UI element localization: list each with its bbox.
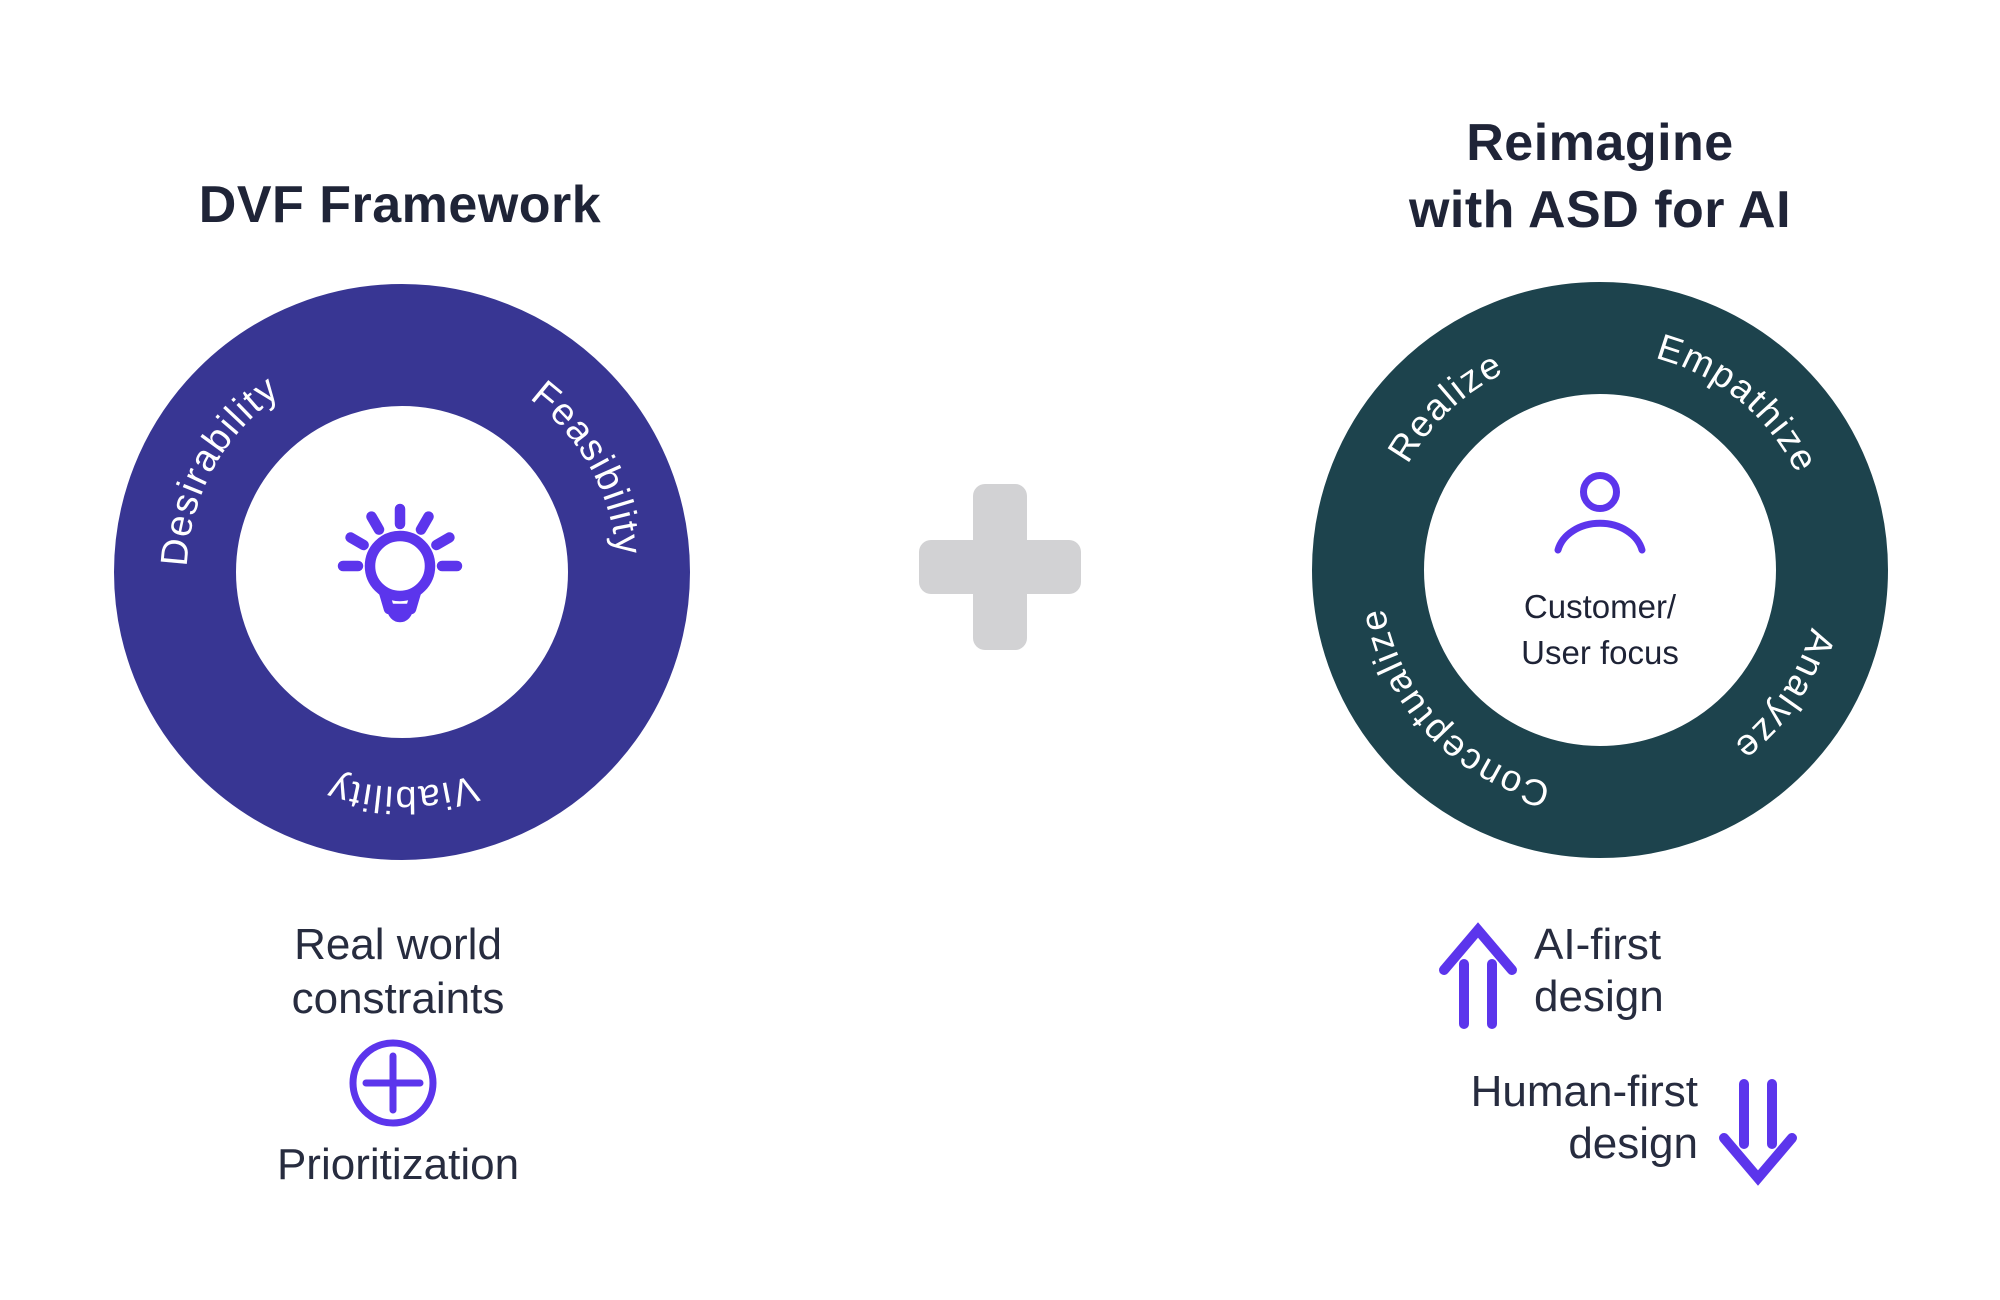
real-world-line1: Real world [294, 920, 502, 969]
person-icon [1554, 472, 1646, 554]
plus-circle-icon [349, 1039, 437, 1127]
ai-first-line1: AI-first [1534, 920, 1662, 969]
real-world-constraints-label: Real world constraints [148, 918, 648, 1026]
person-shoulders [1554, 519, 1646, 554]
ai-first-line2: design [1534, 972, 1664, 1021]
asd-ring [1312, 282, 1888, 858]
asd-title-line1: Reimagine [1466, 114, 1734, 172]
dvf-donut: Viability Desirability Feasibility [114, 284, 690, 860]
down-arrow-icon [1719, 1079, 1797, 1186]
asd-donut: Analyze Conceptualize Realize Empathize [1312, 282, 1888, 858]
asd-title-line2: with ASD for AI [1408, 181, 1792, 239]
dvf-title: DVF Framework [198, 176, 602, 234]
plus-sign-icon [919, 484, 1081, 650]
human-first-line1: Human-first [1470, 1067, 1698, 1116]
prioritization-label: Prioritization [276, 1140, 520, 1189]
customer-focus-line1: Customer/ [1523, 588, 1677, 625]
lightbulb-neck [378, 586, 422, 615]
customer-focus-line2: User focus [1521, 634, 1679, 671]
person-head [1580, 472, 1620, 512]
customer-focus-label: Customer/ User focus [1440, 584, 1760, 676]
ai-first-label: AI-first design [1534, 919, 1854, 1023]
up-arrow-icon [1439, 922, 1517, 1029]
real-world-line2: constraints [291, 974, 505, 1023]
dvf-ring [114, 284, 690, 860]
lightbulb-globe [364, 530, 436, 602]
asd-title: Reimagine with ASD for AI [1300, 110, 1900, 244]
lightbulb-icon [337, 503, 463, 623]
lightbulb-rays [337, 503, 463, 572]
human-first-line2: design [1568, 1119, 1698, 1168]
human-first-label: Human-first design [1380, 1066, 1698, 1170]
lightbulb-tip [387, 603, 413, 623]
